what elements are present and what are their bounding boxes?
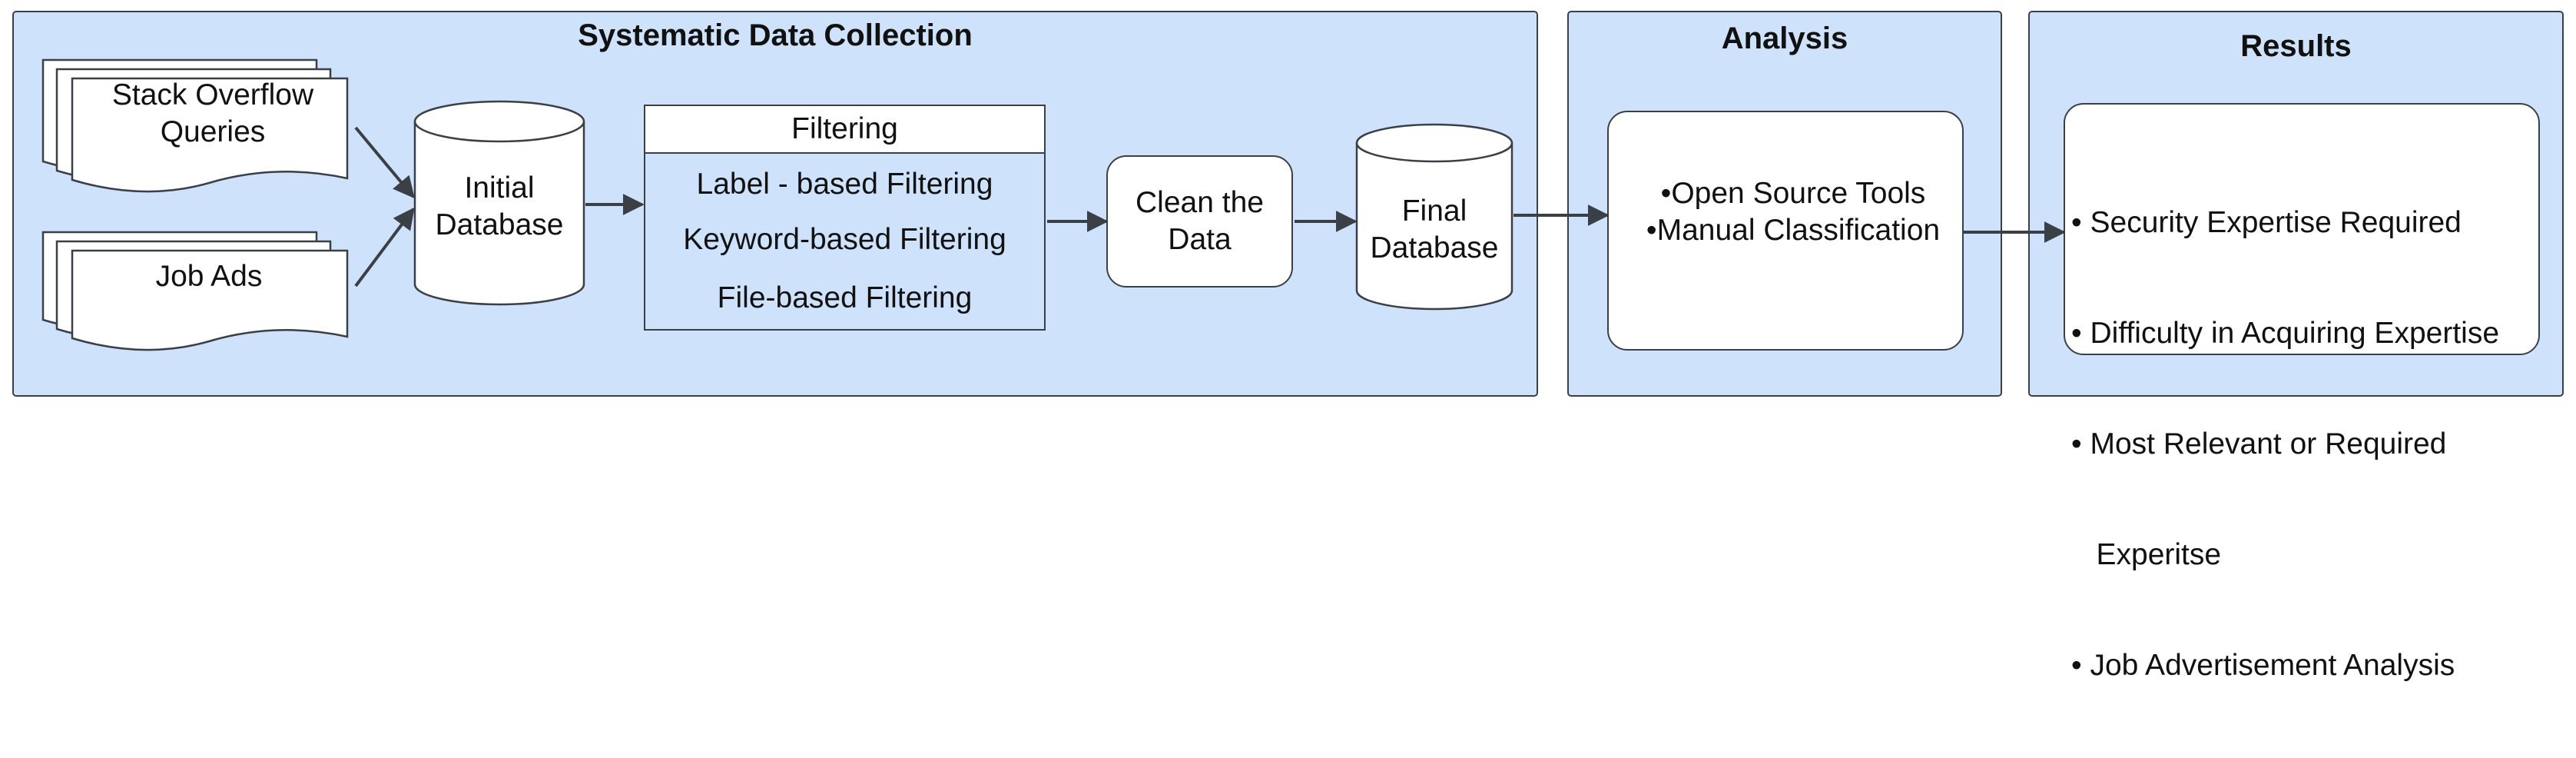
arrow-stackoverflow-to-initial xyxy=(354,126,415,199)
final-db-line-1: Final xyxy=(1401,194,1467,228)
stack-overflow-line-2: Queries xyxy=(160,115,266,148)
results-item-relevant: • Most Relevant or Required xyxy=(2071,427,2447,460)
stack-overflow-line-1: Stack Overflow xyxy=(111,78,314,111)
analysis-list: •Open Source Tools •Manual Classificatio… xyxy=(1632,175,1954,249)
clean-line-2: Data xyxy=(1168,223,1232,256)
stack-overflow-queries-label: Stack Overflow Queries xyxy=(86,72,340,155)
initial-db-line-2: Database xyxy=(435,208,564,241)
results-title: Results xyxy=(2240,29,2352,63)
filter-item-keyword: Keyword-based Filtering xyxy=(683,223,1006,256)
job-ads-label: Job Ads xyxy=(155,260,263,293)
initial-database-label: Initial Database xyxy=(419,165,580,249)
results-item-security: • Security Expertise Required xyxy=(2071,206,2462,239)
job-ads-document-stack xyxy=(41,231,349,351)
clean-line-1: Clean the xyxy=(1135,186,1264,219)
filter-item-label: Label - based Filtering xyxy=(696,168,993,201)
final-db-line-2: Database xyxy=(1370,231,1499,264)
filter-item-file: File-based Filtering xyxy=(717,281,973,314)
analysis-title: Analysis xyxy=(1721,22,1848,55)
final-database-cylinder xyxy=(1355,123,1513,311)
clean-data-box: Clean the Data xyxy=(1106,155,1293,288)
results-list: • Security Expertise Required • Difficul… xyxy=(2071,131,2499,758)
results-item-difficulty: • Difficulty in Acquiring Expertise xyxy=(2071,317,2500,350)
collection-title: Systematic Data Collection xyxy=(578,18,973,52)
analysis-box: •Open Source Tools •Manual Classificatio… xyxy=(1607,111,1964,351)
analysis-item-manual: •Manual Classification xyxy=(1646,214,1941,247)
initial-database-cylinder xyxy=(413,100,585,306)
filtering-header: Filtering xyxy=(645,106,1044,154)
results-box: • Security Expertise Required • Difficul… xyxy=(2064,103,2540,682)
diagram-canvas xyxy=(41,58,2066,351)
stack-overflow-document-stack xyxy=(41,58,349,193)
initial-db-line-1: Initial xyxy=(464,171,535,204)
results-item-relevant-cont: Experitse xyxy=(2071,538,2222,571)
analysis-item-open-source: •Open Source Tools xyxy=(1660,177,1926,210)
final-database-label: Final Database xyxy=(1358,188,1510,272)
filtering-box: Filtering Label - based Filtering Keywor… xyxy=(644,105,1046,331)
arrow-jobads-to-initial xyxy=(354,207,415,288)
results-item-job-ad: • Job Advertisement Analysis xyxy=(2071,649,2455,682)
